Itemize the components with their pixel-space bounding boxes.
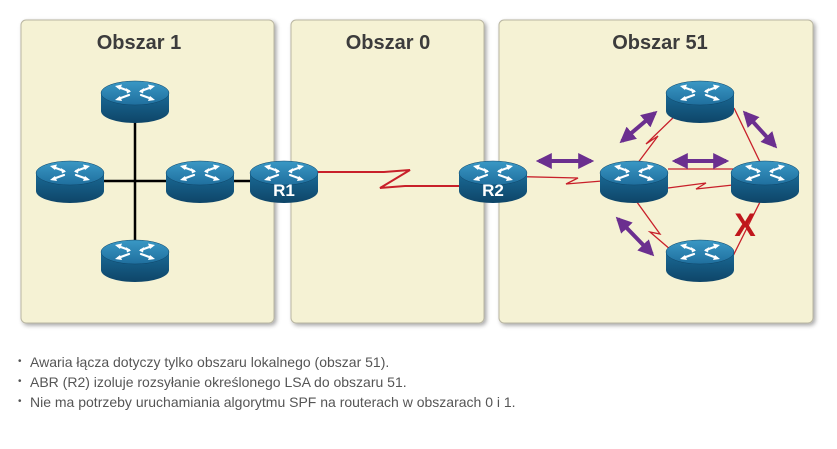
area-0-title: Obszar 0 — [346, 32, 430, 54]
router-icon[interactable] — [664, 238, 736, 284]
router-r1-label: R1 — [273, 181, 295, 200]
note-item: Awaria łącza dotyczy tylko obszaru lokal… — [18, 352, 516, 372]
area-51-title: Obszar 51 — [612, 32, 708, 54]
router-r2-label: R2 — [482, 181, 504, 200]
note-item: Nie ma potrzeby uruchamiania algorytmu S… — [18, 392, 516, 412]
ospf-area-diagram: Obszar 1 Obszar 0 Obszar 51 — [20, 19, 814, 324]
link-failure-mark: X — [734, 207, 756, 243]
router-r2[interactable]: R2 — [457, 159, 529, 205]
lsa-arrow — [742, 110, 778, 149]
area-51-links — [494, 107, 761, 257]
area-1-title: Obszar 1 — [97, 32, 181, 54]
lsa-arrow — [615, 216, 655, 257]
router-icon[interactable] — [34, 159, 106, 205]
router-icon[interactable] — [664, 79, 736, 125]
notes-list: Awaria łącza dotyczy tylko obszaru lokal… — [18, 352, 516, 412]
router-r1[interactable]: R1 — [248, 159, 320, 205]
router-icon[interactable] — [729, 159, 801, 205]
lsa-flood-arrows — [535, 110, 778, 257]
serial-link-r1-r2 — [290, 169, 490, 189]
router-icon[interactable] — [598, 159, 670, 205]
router-icon[interactable] — [164, 159, 236, 205]
note-item: ABR (R2) izoluje rozsyłanie określonego … — [18, 372, 516, 392]
router-icon[interactable] — [99, 238, 171, 284]
lsa-arrow — [619, 110, 658, 144]
router-icon[interactable] — [99, 79, 171, 125]
